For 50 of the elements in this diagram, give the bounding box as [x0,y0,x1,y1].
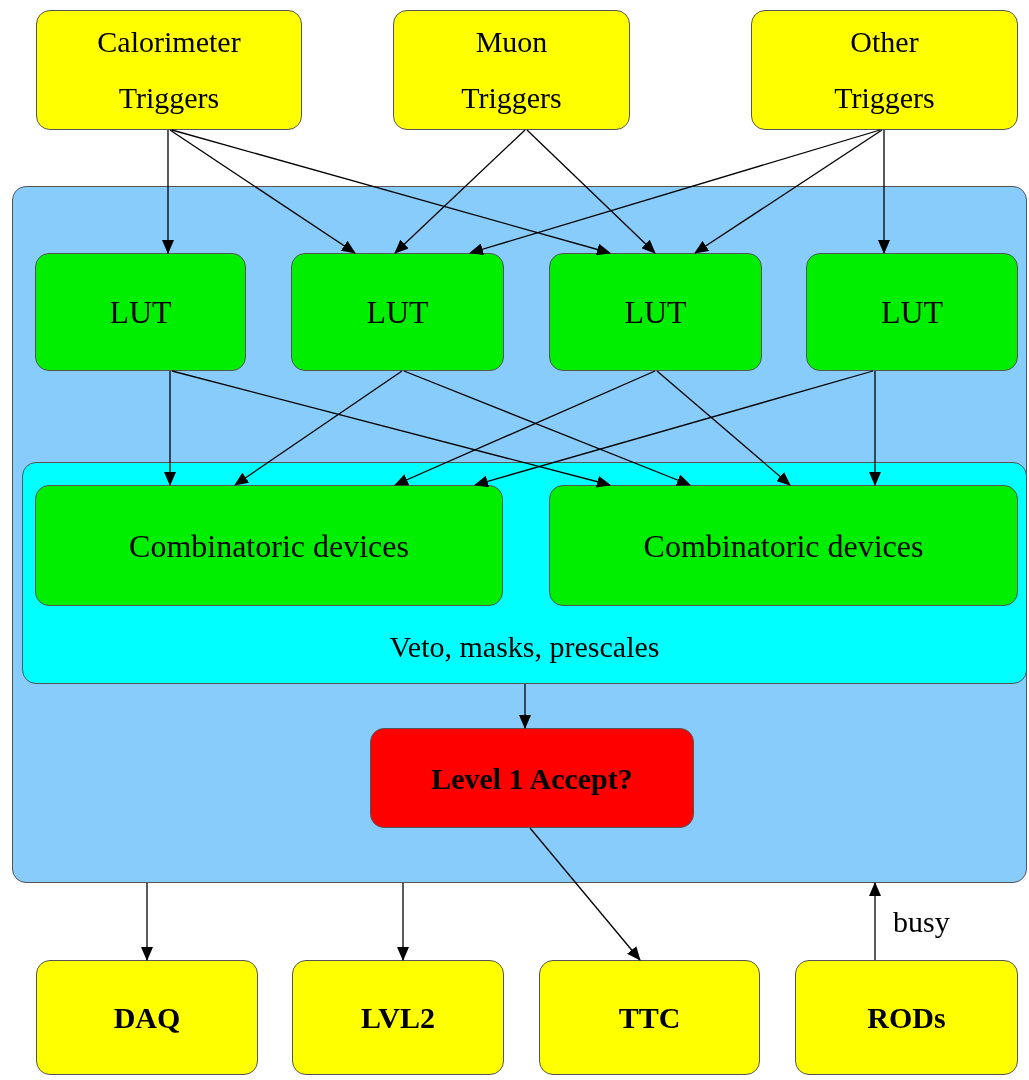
output-box [36,960,258,1075]
arrow [694,129,883,254]
output-box [539,960,760,1075]
node-label: TTC [617,1000,682,1036]
system-panel [12,186,1027,883]
arrow [141,882,153,961]
arrow [469,129,881,255]
arrow [169,129,356,254]
arrow [878,129,890,254]
node-label: Other Triggers [833,24,936,116]
node-label: Muon Triggers [460,24,563,116]
node-label: LUT [623,293,688,332]
node-label: LUT [879,293,945,332]
arrow [474,370,874,488]
lut-box [35,253,246,371]
lut-box [549,253,762,371]
node-label: Calorimeter Triggers [96,24,242,116]
arrow [171,129,611,256]
arrow [164,370,176,486]
arrow [869,882,881,961]
arrow [397,882,409,961]
arrow [171,370,611,488]
node-label: Veto, masks, prescales [388,629,661,665]
device-box [549,485,1018,606]
lut-box [806,253,1018,371]
arrow [519,683,531,729]
node-label: Level 1 Accept? [430,760,634,797]
trigger-box [36,10,302,130]
decision-box [370,728,694,828]
arrow [234,370,403,486]
node-label: DAQ [112,1000,182,1036]
arrow [394,129,526,254]
arrow [529,827,641,961]
output-box [795,960,1018,1075]
node-label: LVL2 [360,1000,436,1036]
node-label: RODs [866,1000,947,1036]
arrow [526,129,656,254]
node-label: Combinatoric devices [128,526,410,566]
arrow [162,129,174,254]
trigger-box [751,10,1018,130]
arrow [656,370,791,486]
veto-band [22,462,1027,684]
output-box [292,960,504,1075]
trigger-box [393,10,630,130]
node-label: LUT [108,293,173,332]
lut-box [291,253,504,371]
node-label: LUT [365,293,430,332]
device-box [35,485,503,606]
node-label: Combinatoric devices [642,526,925,566]
arrow [869,370,881,486]
